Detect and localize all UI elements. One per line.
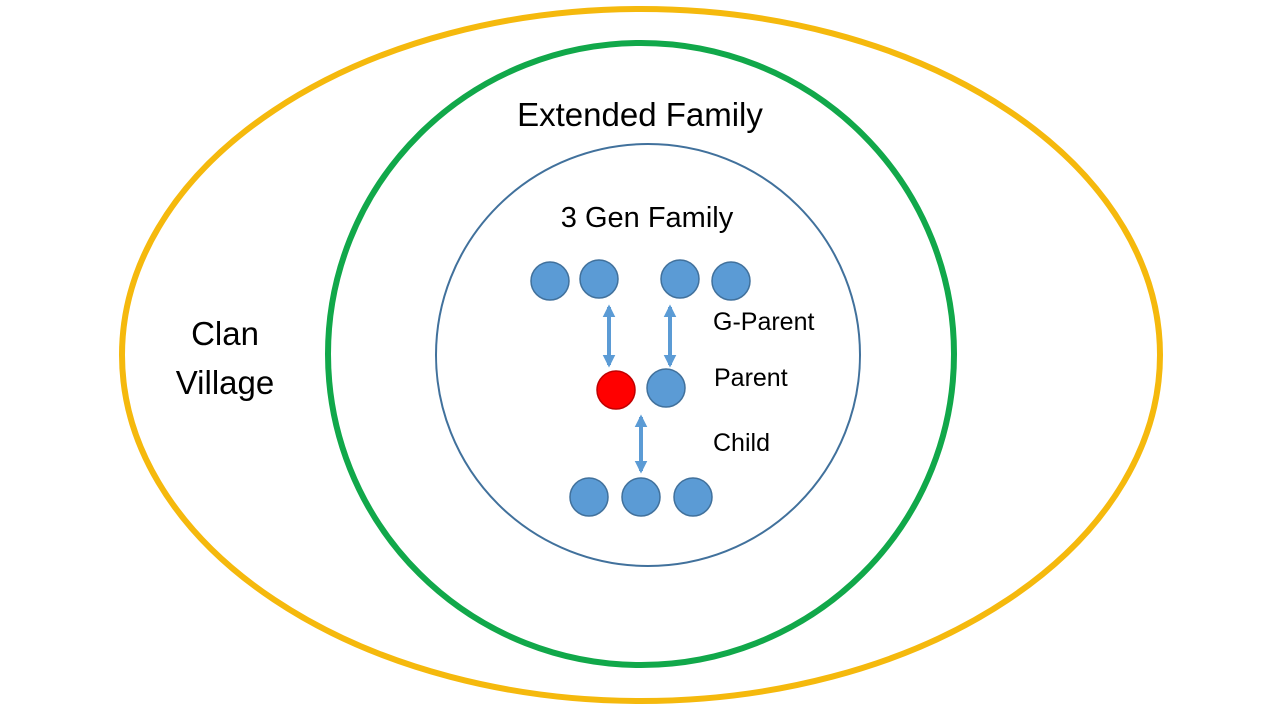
- clan-village-ring: [119, 6, 1163, 704]
- parent-label: Parent: [714, 364, 788, 392]
- g-parent-label: G-Parent: [713, 308, 814, 336]
- child-person: [569, 477, 609, 517]
- three-gen-family-ring: [435, 143, 861, 567]
- grandparent-person: [530, 261, 570, 301]
- child-label: Child: [713, 429, 770, 457]
- parent-person: [646, 368, 686, 408]
- child-person: [621, 477, 661, 517]
- grandparent-person: [579, 259, 619, 299]
- extended-family-ring: [325, 40, 957, 668]
- clan-label: Clan: [191, 315, 259, 352]
- village-label: Village: [176, 364, 274, 401]
- self-person: [596, 370, 636, 410]
- extended-family-label: Extended Family: [517, 96, 763, 133]
- grandparent-person: [660, 259, 700, 299]
- grandparent-person: [711, 261, 751, 301]
- three-gen-family-label: 3 Gen Family: [561, 202, 734, 234]
- child-person: [673, 477, 713, 517]
